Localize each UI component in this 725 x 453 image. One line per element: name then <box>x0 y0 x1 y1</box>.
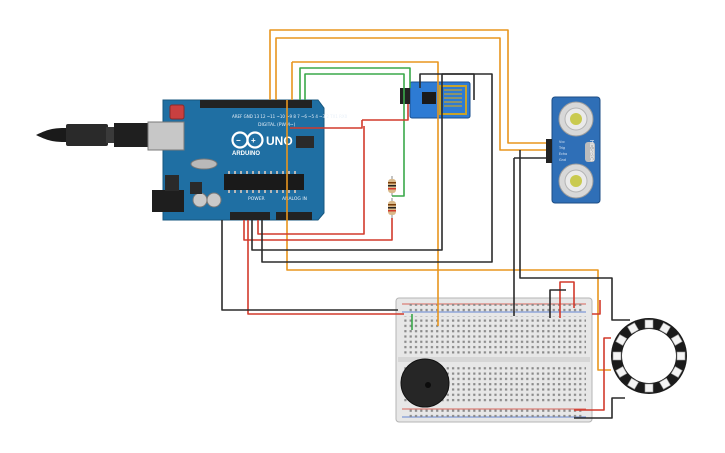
sensor-pin-label: Echo <box>559 152 567 156</box>
wire-orange <box>275 37 546 151</box>
wire-orange <box>286 100 611 371</box>
ring-pixel-led <box>615 334 628 346</box>
wire-red <box>559 281 575 318</box>
wire-red <box>257 126 365 235</box>
wire-green <box>304 73 405 197</box>
wire-black <box>519 150 630 321</box>
ring-pixel-led <box>659 377 671 390</box>
wire-orange <box>269 29 546 144</box>
wire-black <box>251 73 475 251</box>
svg-text:AREF GND 13 12 ~11 ~10 ~9 8 7: AREF GND 13 12 ~11 ~10 ~9 8 7 ~6 ~5 4 ~3… <box>232 114 348 119</box>
board-model: UNO <box>266 134 293 148</box>
ring-pixel-led <box>676 351 686 361</box>
svg-text:+: + <box>251 136 256 145</box>
ring-pixels <box>612 319 686 393</box>
ring-pixel-led <box>644 319 654 329</box>
ring-pixel-led <box>627 322 639 335</box>
sensor-pin-label: Gnd <box>559 158 566 162</box>
power-label: POWER <box>248 196 265 202</box>
wire-black <box>549 289 566 318</box>
ring-pixel-led <box>659 322 671 335</box>
usb-port <box>147 121 185 151</box>
esp8266-wifi-module <box>400 81 471 119</box>
wire-black <box>574 397 625 419</box>
reset-button[interactable] <box>169 104 185 120</box>
ring-pixel-led <box>612 351 622 361</box>
digital-header-label: DIGITAL (PWM~) <box>258 122 296 128</box>
power-jack <box>152 190 184 212</box>
digital-header <box>200 100 312 108</box>
wire-green <box>299 67 411 100</box>
power-header <box>230 212 270 220</box>
sensor-model: HC-SR04 <box>588 140 594 162</box>
arduino-uno-board: AREF GND 13 12 ~11 ~10 ~9 8 7 ~6 ~5 4 ~3… <box>147 99 348 221</box>
resistor-lower <box>388 198 396 218</box>
piezo-buzzer <box>400 358 450 408</box>
wires <box>221 29 630 419</box>
svg-text:−: − <box>236 136 241 145</box>
microcontroller-chip <box>224 174 304 190</box>
wire-red <box>243 218 393 241</box>
neopixel-ring <box>611 318 687 394</box>
wire-red <box>574 337 611 411</box>
wire-orange <box>291 61 439 326</box>
sensor-pin-label: Trig <box>558 146 565 150</box>
ring-pixel-led <box>670 334 683 346</box>
analog-header <box>276 212 312 220</box>
ring-pixel-led <box>627 377 639 390</box>
board-brand: ARDUINO <box>232 151 260 157</box>
wire-red <box>290 104 409 129</box>
wire-red <box>592 300 601 315</box>
wire-black <box>261 73 493 263</box>
ring-pixel-led <box>644 383 654 393</box>
hc-sr04-ultrasonic-sensor: HC-SR04 Vcc Trig Echo Gnd <box>546 96 601 204</box>
ring-pixel-led <box>670 366 683 378</box>
wire-black <box>221 220 398 311</box>
wire-red <box>247 220 404 315</box>
ring-pixel-led <box>615 366 628 378</box>
resistor-upper <box>388 176 396 196</box>
analog-label: ANALOG IN <box>282 196 307 202</box>
sensor-pin-label: Vcc <box>559 140 565 144</box>
wire-black <box>513 157 546 316</box>
